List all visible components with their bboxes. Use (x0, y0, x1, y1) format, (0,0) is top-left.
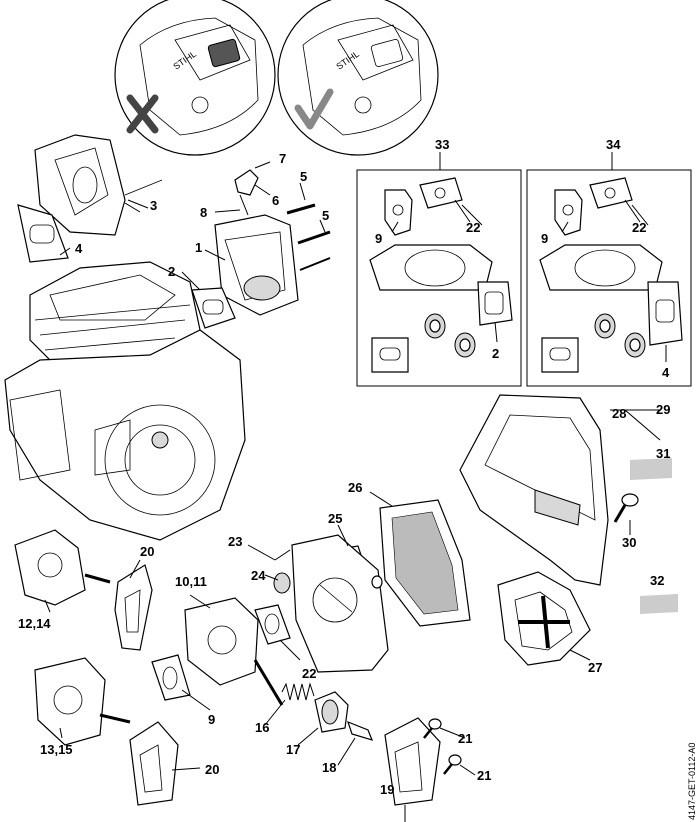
part-17-sleeve (314, 691, 349, 733)
callout-33: 33 (435, 137, 449, 152)
callout-labels: 7 6 5 5 8 1 2 3 4 33 34 9 22 2 9 22 4 28… (18, 137, 670, 797)
inset-correct-orientation: STIHL (277, 0, 439, 156)
callout-2-kit33: 2 (492, 346, 499, 361)
callout-20-lower: 20 (205, 762, 219, 777)
callout-25: 25 (328, 511, 342, 526)
callout-26: 26 (348, 480, 362, 495)
check-mark-icon (294, 88, 334, 130)
part-23-base-plate (291, 534, 389, 673)
part-2-gasket-upper (191, 287, 236, 329)
part-31-label (630, 458, 672, 480)
callout-16: 16 (255, 720, 269, 735)
callout-23: 23 (228, 534, 242, 549)
callout-3: 3 (150, 198, 157, 213)
callout-22-lower: 22 (302, 666, 316, 681)
callout-32: 32 (650, 573, 664, 588)
part-32-label (640, 594, 678, 614)
callout-31: 31 (656, 446, 670, 461)
part-3-mount (34, 134, 163, 236)
part-20-upper-adapter (114, 564, 153, 651)
callout-18: 18 (322, 760, 336, 775)
callout-22-kit33: 22 (466, 220, 480, 235)
part-1-intake (214, 169, 331, 316)
callout-9-kit33: 9 (375, 231, 382, 246)
callout-10-11: 10,11 (175, 574, 207, 589)
part-24-grommet (273, 572, 291, 594)
callout-4-left: 4 (75, 241, 83, 256)
callout-12-14: 12,14 (18, 616, 51, 631)
part-4-gasket (17, 204, 69, 263)
callout-27: 27 (588, 660, 602, 675)
part-26-filter (379, 499, 471, 627)
callout-5-lower: 5 (322, 208, 329, 223)
inset-wrong-orientation: STIHL (114, 0, 276, 156)
callout-30: 30 (622, 535, 636, 550)
part-30-screw (613, 493, 639, 523)
callout-8: 8 (200, 205, 207, 220)
part-carb-13-15 (34, 657, 131, 746)
callout-9-lower: 9 (208, 712, 215, 727)
callout-22-kit34: 22 (632, 220, 646, 235)
part-28-shroud (459, 394, 609, 586)
part-22-gasket (254, 604, 291, 645)
callout-21-upper: 21 (458, 731, 472, 746)
callout-21-lower: 21 (477, 768, 491, 783)
callout-4-kit34: 4 (662, 365, 670, 380)
callout-24: 24 (251, 568, 266, 583)
callout-7: 7 (279, 151, 286, 166)
drawing-code: 4147-GET-0112-A0 (687, 743, 697, 820)
callout-5-upper: 5 (300, 169, 307, 184)
callout-28: 28 (612, 406, 626, 421)
leader-lines (44, 161, 661, 822)
gasket-kit-34 (526, 152, 692, 387)
part-carb-10-11 (184, 597, 284, 706)
part-21-screws (423, 718, 462, 775)
part-27-filter-cover (497, 571, 591, 666)
part-18-pin (347, 720, 374, 741)
callout-13-15: 13,15 (40, 742, 73, 757)
callout-17: 17 (286, 742, 300, 757)
part-carb-12-14 (14, 529, 111, 606)
engine-crankcase (4, 261, 246, 541)
callout-20-upper: 20 (140, 544, 154, 559)
callout-9-kit34: 9 (541, 231, 548, 246)
callout-2-upper: 2 (168, 264, 175, 279)
part-9-gasket (151, 654, 191, 701)
callout-6: 6 (272, 193, 279, 208)
callout-1: 1 (195, 240, 202, 255)
callout-34: 34 (606, 137, 621, 152)
cross-mark-icon (126, 94, 159, 134)
part-19-adapter (384, 717, 441, 806)
callout-19: 19 (380, 782, 394, 797)
callout-29: 29 (656, 402, 670, 417)
part-16-spring (281, 682, 315, 701)
gasket-kit-33 (356, 152, 522, 387)
part-20-lower-adapter (129, 721, 179, 806)
